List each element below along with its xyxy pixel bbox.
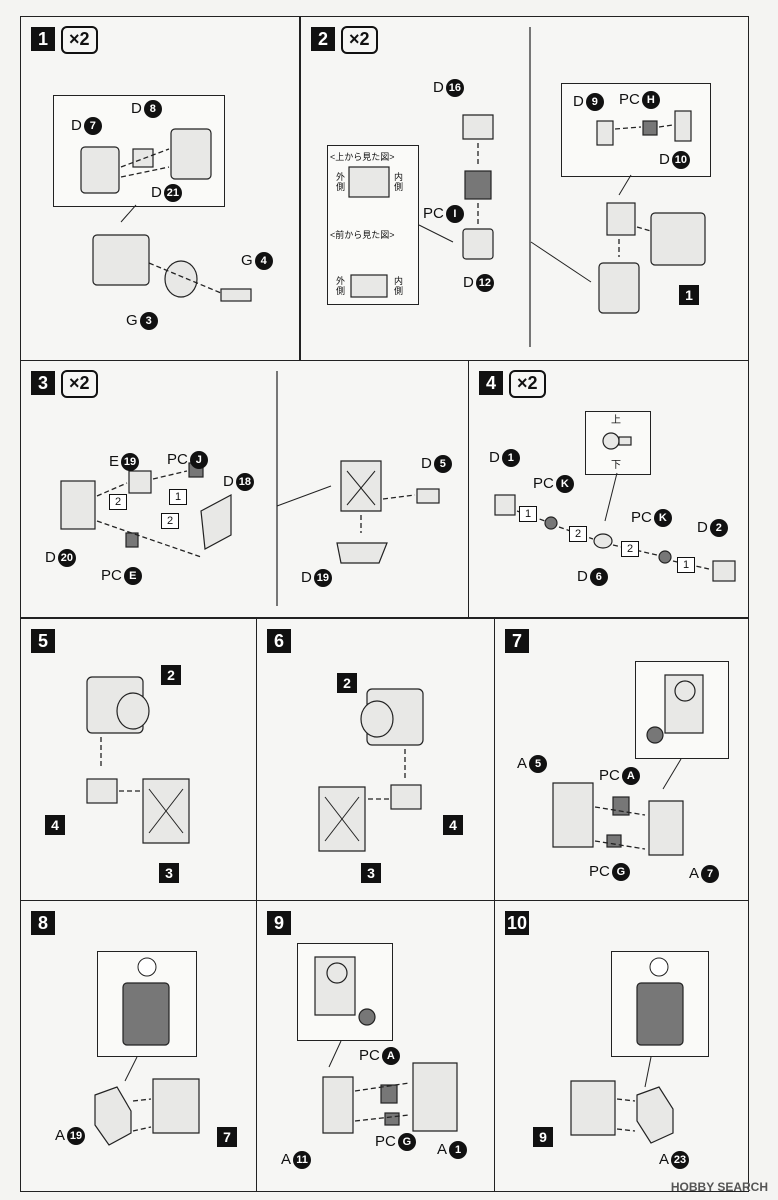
step-3-parts <box>60 371 440 606</box>
up-label: 上 <box>611 415 621 426</box>
step-number: 3 <box>31 371 55 395</box>
watermark: HOBBY SEARCH <box>670 1180 768 1194</box>
step-6-parts <box>318 688 424 852</box>
inner-label: 内側 <box>394 172 404 192</box>
quantity-badge: ×2 <box>509 370 546 398</box>
step-number: 10 <box>505 911 529 935</box>
orientation-callout <box>585 411 651 475</box>
step-number: 5 <box>31 629 55 653</box>
step-7-parts <box>552 674 704 856</box>
ref-step-3: 3 <box>159 863 179 883</box>
ref-step-4: 4 <box>443 815 463 835</box>
step-number: 2 <box>311 27 335 51</box>
step-2-parts <box>348 27 706 347</box>
outer-label: 外側 <box>336 172 346 192</box>
inner-label-2: 内側 <box>394 276 404 296</box>
substep-2b: 2 <box>621 541 639 557</box>
front-view-title: <前から見た図> <box>330 230 395 240</box>
top-view-title: <上から見た図> <box>330 152 395 162</box>
ref-step-9: 9 <box>533 1127 553 1147</box>
step-number: 8 <box>31 911 55 935</box>
step-5-panel: 5 2 4 3 <box>20 618 258 902</box>
ref-step-2: 2 <box>161 665 181 685</box>
step-5-parts <box>86 676 190 844</box>
step-6-panel: 6 2 4 3 <box>256 618 496 902</box>
step-10-parts <box>570 957 684 1144</box>
step-1-parts <box>80 128 252 302</box>
ref-step-1: 1 <box>679 285 699 305</box>
substep-2b: 2 <box>161 513 179 529</box>
ref-step-7: 7 <box>217 1127 237 1147</box>
quantity-badge: ×2 <box>61 370 98 398</box>
substep-1: 1 <box>519 506 537 522</box>
step-number: 1 <box>31 27 55 51</box>
step-8-parts <box>94 957 200 1146</box>
step-number: 4 <box>479 371 503 395</box>
substep-1: 1 <box>169 489 187 505</box>
quantity-badge: ×2 <box>341 26 378 54</box>
step-number: 7 <box>505 629 529 653</box>
ref-step-4: 4 <box>45 815 65 835</box>
step-4-parts <box>494 432 736 582</box>
down-label: 下 <box>611 460 621 471</box>
substep-2: 2 <box>569 526 587 542</box>
outer-label-2: 外側 <box>336 276 346 296</box>
substep-1b: 1 <box>677 557 695 573</box>
substep-2: 2 <box>109 494 127 510</box>
step-number: 9 <box>267 911 291 935</box>
step-number: 6 <box>267 629 291 653</box>
step-9-parts <box>314 956 458 1134</box>
ref-step-3: 3 <box>361 863 381 883</box>
quantity-badge: ×2 <box>61 26 98 54</box>
ref-step-2: 2 <box>337 673 357 693</box>
